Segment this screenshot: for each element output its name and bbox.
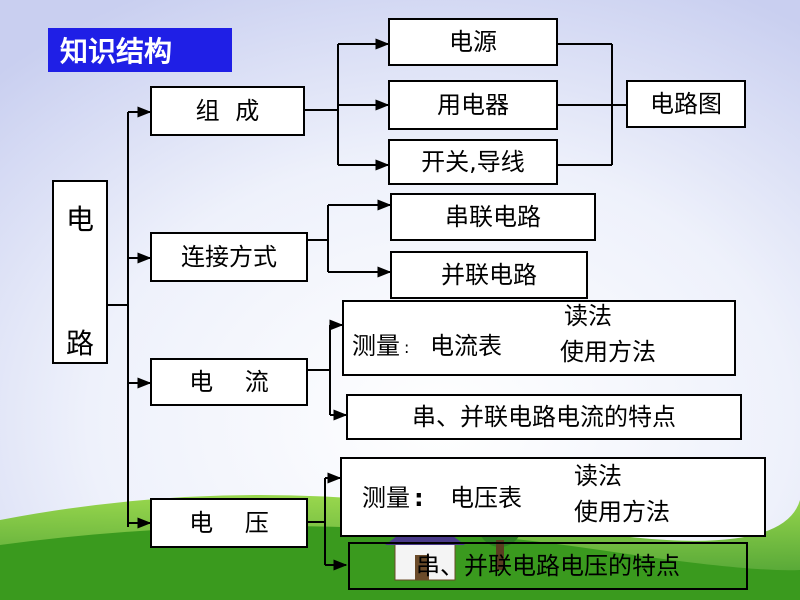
circuit-diagram-node: 电路图	[626, 80, 746, 128]
composition-node: 组 成	[150, 86, 305, 136]
ammeter-label: 电流表	[430, 332, 502, 360]
page-title: 知识结构	[48, 28, 232, 72]
voltage-feature-node: 串、并联电路电压的特点	[348, 542, 748, 590]
current-read-method: 读法	[564, 302, 612, 330]
root-node-circuit: 电 路	[52, 180, 108, 364]
voltage-measure-prefix: 测量	[362, 484, 410, 512]
voltage-read-method: 读法	[574, 462, 622, 490]
voltage-usage-method: 使用方法	[574, 498, 670, 526]
current-feature-node: 串、并联电路电流的特点	[346, 394, 742, 440]
voltage-measure-colon: :	[414, 484, 424, 512]
voltage-node: 电 压	[150, 498, 308, 548]
voltage-measure-box	[340, 457, 766, 537]
root-char-1: 电	[65, 203, 94, 236]
item-power-source: 电源	[388, 18, 558, 66]
connection-node: 连接方式	[150, 232, 308, 282]
current-measure-box	[342, 300, 736, 376]
series-circuit-node: 串联电路	[390, 193, 596, 241]
item-switch-wire: 开关,导线	[388, 139, 558, 185]
root-char-2: 路	[65, 327, 94, 360]
current-usage-method: 使用方法	[560, 338, 656, 366]
item-appliance: 用电器	[388, 80, 558, 130]
parallel-circuit-node: 并联电路	[390, 251, 588, 299]
current-measure-prefix: 测量	[352, 332, 400, 360]
voltmeter-label: 电压表	[450, 484, 522, 512]
current-node: 电 流	[150, 358, 308, 406]
current-measure-colon: :	[404, 338, 410, 357]
